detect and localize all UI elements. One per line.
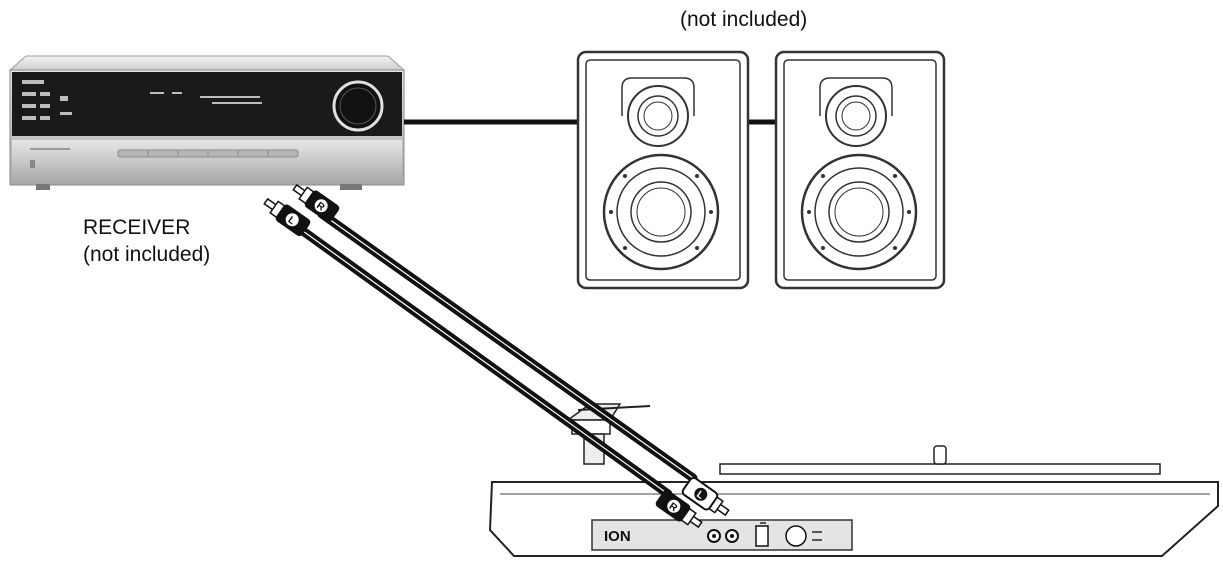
rca-cables: L R R L xyxy=(263,183,730,529)
speaker-left xyxy=(576,50,750,290)
rca-plug-right-turntable: R xyxy=(655,489,703,529)
ion-logo: ION xyxy=(604,528,631,545)
receiver xyxy=(8,55,406,190)
speakers-caption: (not included) xyxy=(680,8,808,31)
speaker-right xyxy=(774,50,946,290)
volume-knob xyxy=(332,80,384,132)
rca-plug-left-turntable: L xyxy=(681,476,730,517)
turntable-front-panel xyxy=(591,519,853,551)
pitch-knob xyxy=(785,525,807,547)
rca-plug-right-receiver: R xyxy=(292,183,340,223)
rca-plug-left-receiver: L xyxy=(263,197,311,237)
svg-text:L: L xyxy=(286,215,297,228)
svg-text:L: L xyxy=(694,489,705,502)
receiver-caption-note: (not included) xyxy=(83,243,211,266)
turntable: ION xyxy=(488,403,1219,557)
usb-port xyxy=(755,525,769,547)
receiver-caption-title: RECEIVER xyxy=(83,216,191,239)
receiver-caption: RECEIVER (not included) xyxy=(83,214,210,268)
